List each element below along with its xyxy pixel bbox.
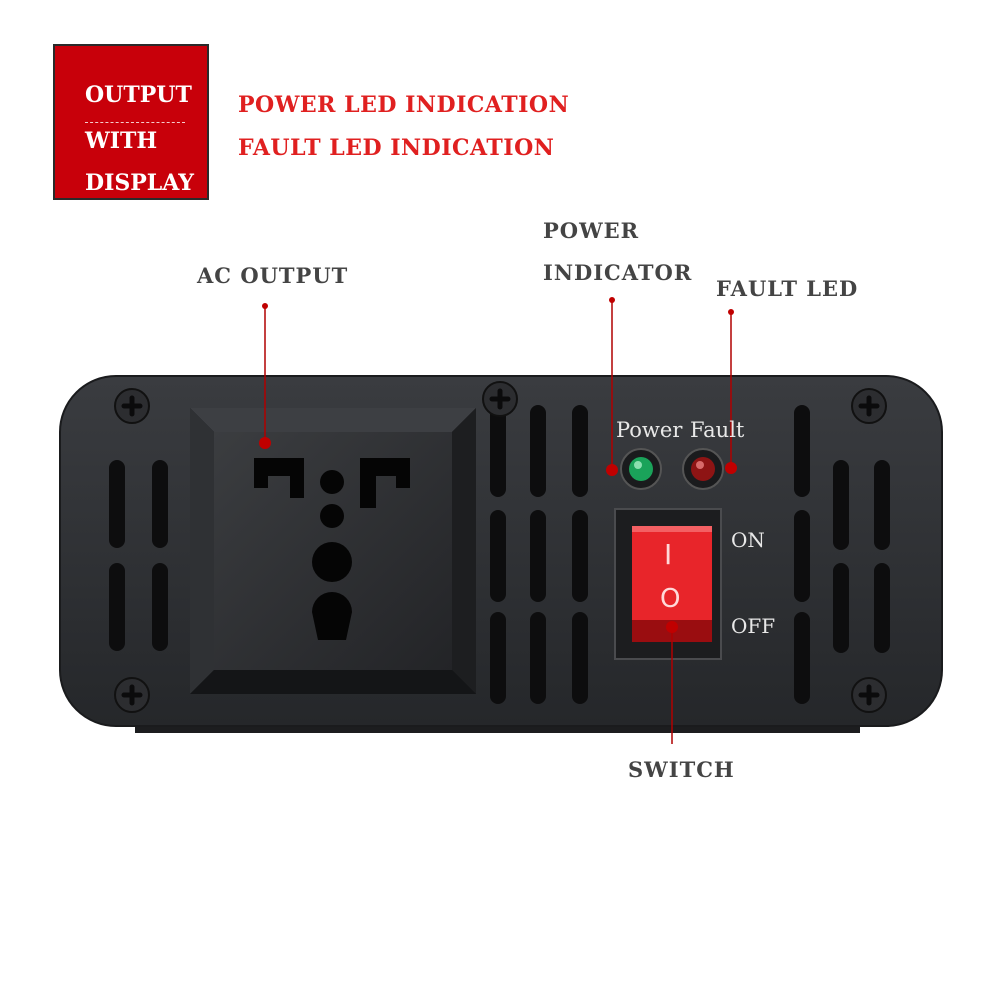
callout-fault-led: FAULT LED <box>716 276 859 301</box>
callout-ac-output: AC OUTPUT <box>197 263 349 288</box>
middle-vents <box>490 405 588 704</box>
screw-icon <box>482 381 518 417</box>
callout-switch: SWITCH <box>628 757 735 782</box>
badge-line-3: DISPLAY <box>85 170 194 196</box>
socket-ground-hole-icon <box>312 592 352 640</box>
feature-power-led: POWER LED INDICATION <box>238 92 570 118</box>
left-vents <box>109 460 168 651</box>
leader-lines <box>259 297 737 744</box>
socket-pin-hole-icon <box>320 504 344 528</box>
switch-on-symbol: I <box>664 538 673 571</box>
screw-icon <box>851 677 887 713</box>
panel-power-label: Power <box>616 418 683 442</box>
switch-off-symbol: O <box>660 584 681 614</box>
callout-power-indicator-line1: POWER <box>543 218 640 243</box>
socket-pin-hole-icon <box>312 542 352 582</box>
right-vents <box>794 405 890 704</box>
ac-output-socket[interactable] <box>190 408 476 694</box>
badge-line-1: OUTPUT <box>85 82 192 108</box>
feature-fault-led: FAULT LED INDICATION <box>238 135 555 161</box>
badge-divider <box>85 122 185 123</box>
screw-icon <box>851 388 887 424</box>
socket-right-slot-icon <box>360 458 410 508</box>
socket-left-slot-icon <box>254 458 304 498</box>
fault-led-icon <box>682 448 724 490</box>
screw-icon <box>114 677 150 713</box>
output-with-display-badge: OUTPUT WITH DISPLAY <box>53 44 209 200</box>
switch-off-label: OFF <box>731 614 776 638</box>
callout-power-indicator-line2: INDICATOR <box>543 260 693 285</box>
power-led-icon <box>620 448 662 490</box>
socket-pin-hole-icon <box>320 470 344 494</box>
switch-on-label: ON <box>731 528 765 552</box>
screw-icon <box>114 388 150 424</box>
badge-line-2: WITH <box>85 128 158 154</box>
panel-fault-label: Fault <box>690 418 745 442</box>
